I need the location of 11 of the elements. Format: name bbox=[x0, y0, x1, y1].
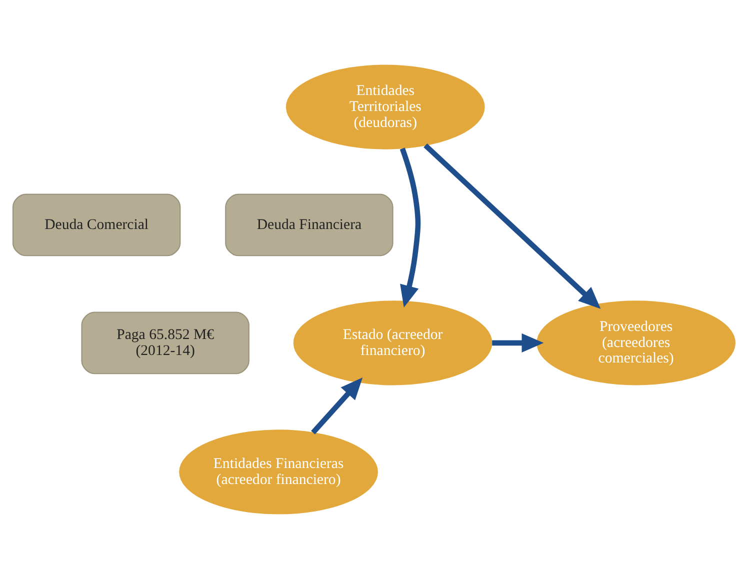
node-ellipse: Entidades Territoriales (deudoras) bbox=[286, 64, 485, 149]
node-box: Paga 65.852 M€ (2012-14) bbox=[81, 311, 250, 374]
arrow bbox=[492, 332, 544, 352]
node-ellipse: Entidades Financieras (acreedor financiero) bbox=[179, 429, 378, 514]
arrow bbox=[424, 142, 601, 308]
arrow bbox=[400, 147, 421, 307]
node-box: Deuda Comercial bbox=[12, 193, 181, 256]
arrow bbox=[311, 377, 363, 434]
node-ellipse: Estado (acreedor financiero) bbox=[293, 300, 492, 385]
node-box: Deuda Financiera bbox=[225, 193, 394, 256]
node-ellipse: Proveedores (acreedores comerciales) bbox=[536, 300, 736, 385]
